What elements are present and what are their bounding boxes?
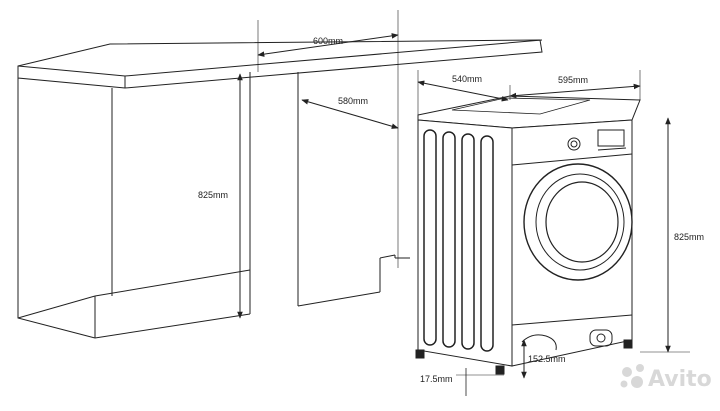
watermark-text: Avito [648, 367, 712, 392]
door-porthole [523, 163, 633, 281]
foot [415, 349, 425, 359]
program-dial-icon [567, 137, 581, 151]
label-machine-height: 825mm [674, 232, 704, 242]
label-plinth-height: 152.5mm [528, 354, 566, 364]
label-niche-height: 825mm [198, 190, 228, 200]
display-panel [597, 129, 625, 147]
label-machine-width: 595mm [558, 75, 588, 85]
label-niche-depth: 580mm [338, 96, 368, 106]
filter-hatch [589, 329, 613, 347]
watermark: Avito [620, 364, 712, 392]
washing-machine [415, 95, 641, 375]
label-foot-height: 17.5mm [420, 374, 453, 384]
cabinet [17, 39, 543, 339]
label-machine-depth: 540mm [452, 74, 482, 84]
avito-logo-icon [620, 364, 644, 388]
side-ribs [423, 129, 494, 352]
machine-side [417, 119, 513, 367]
machine-front [511, 119, 633, 367]
label-cabinet-width: 600mm [313, 36, 343, 46]
dimension-lines [237, 10, 690, 396]
